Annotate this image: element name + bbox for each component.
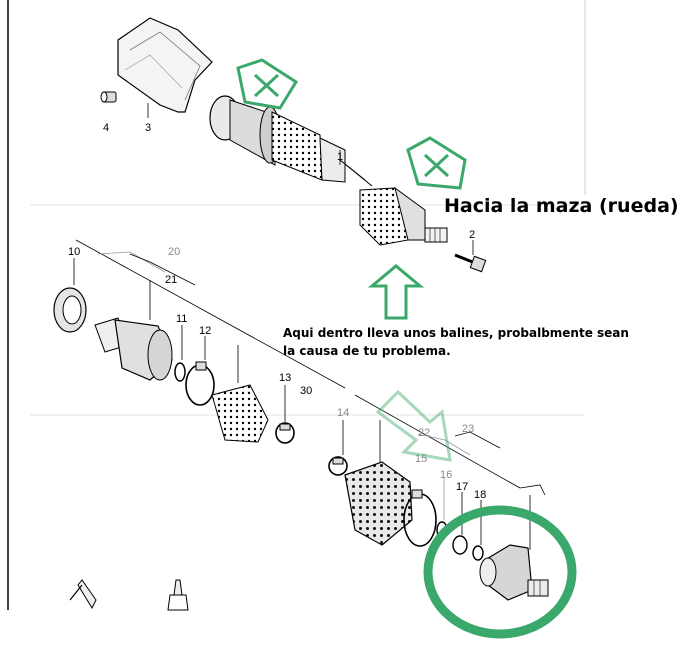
hub-bolt-part [454, 253, 487, 273]
bearing-note-line-2: la causa de tu problema. [283, 344, 451, 358]
inner-cv-joint-part [94, 317, 173, 381]
part-number-21: 21 [165, 274, 177, 286]
large-clamp-part [403, 489, 437, 547]
part-number-11: 11 [176, 313, 187, 325]
part-number-2: 2 [469, 229, 475, 241]
part-number-14: 14 [337, 407, 349, 419]
part-number-22: 22 [418, 427, 430, 439]
tool-icon-left [69, 579, 97, 610]
part-number-1: 1 [337, 151, 343, 163]
part-number-15: 15 [415, 453, 427, 465]
highlight-circle-icon [423, 505, 577, 639]
up-arrow-icon [367, 264, 425, 320]
part-number-23: 23 [462, 423, 474, 435]
seal-ring-part [53, 287, 87, 333]
heat-shield-part [117, 17, 213, 113]
diagonal-arrow-icon [375, 389, 452, 462]
part-number-13: 13 [279, 372, 291, 384]
tool-icon-right [167, 579, 189, 611]
clamp-part-12 [185, 361, 215, 406]
outer-cv-joint-part [479, 544, 549, 601]
part-number-17: 17 [456, 481, 468, 493]
circlip-part-11 [174, 362, 186, 382]
washer-part-17 [452, 535, 468, 555]
x-marker-icon-1 [236, 58, 299, 110]
part-number-20: 20 [168, 246, 180, 258]
bearing-note-line-1: Aqui dentro lleva unos balines, probalbm… [283, 326, 629, 340]
ring-part-18 [472, 545, 484, 561]
inner-boot-part [211, 345, 269, 443]
x-marker-icon-2 [406, 136, 467, 190]
part-number-3: 3 [145, 122, 151, 134]
outer-boot-part [344, 461, 413, 546]
part-number-10: 10 [68, 246, 80, 258]
small-bolt-part [100, 91, 117, 103]
part-number-4: 4 [103, 122, 109, 134]
part-number-12: 12 [199, 325, 211, 337]
clamp-part-13 [275, 422, 295, 444]
part-number-18: 18 [474, 489, 486, 501]
drive-shaft-assembly [209, 95, 448, 246]
part-number-30-left: 30 [300, 385, 312, 397]
wheel-hub-label: Hacia la maza (rueda) [444, 195, 679, 217]
clamp-part-14 [328, 456, 348, 476]
part-number-16: 16 [440, 469, 452, 481]
